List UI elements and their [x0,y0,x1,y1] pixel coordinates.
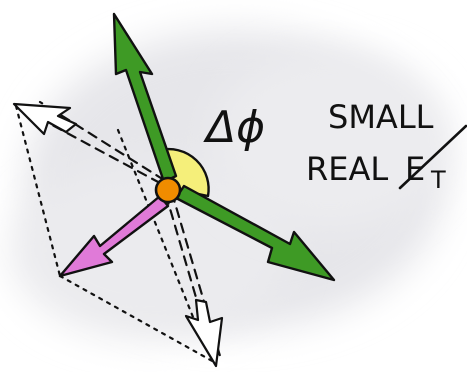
jet-arrow-up [112,12,178,184]
caption-line-2-subscript: T [430,166,446,194]
orange-dot-icon [154,176,182,204]
angle-label: Δϕ [203,102,265,153]
outline-arrow-bottom [184,298,224,368]
outline-arrow-upper-left [12,102,78,136]
met-arrow [58,194,170,278]
caption-line-2-word: REAL [306,150,388,188]
jet-arrow-right [174,184,336,282]
missing-slash-icon [398,124,467,190]
caption-line-2-symbol: E [405,150,425,188]
caption-line-1: SMALL [328,98,434,136]
